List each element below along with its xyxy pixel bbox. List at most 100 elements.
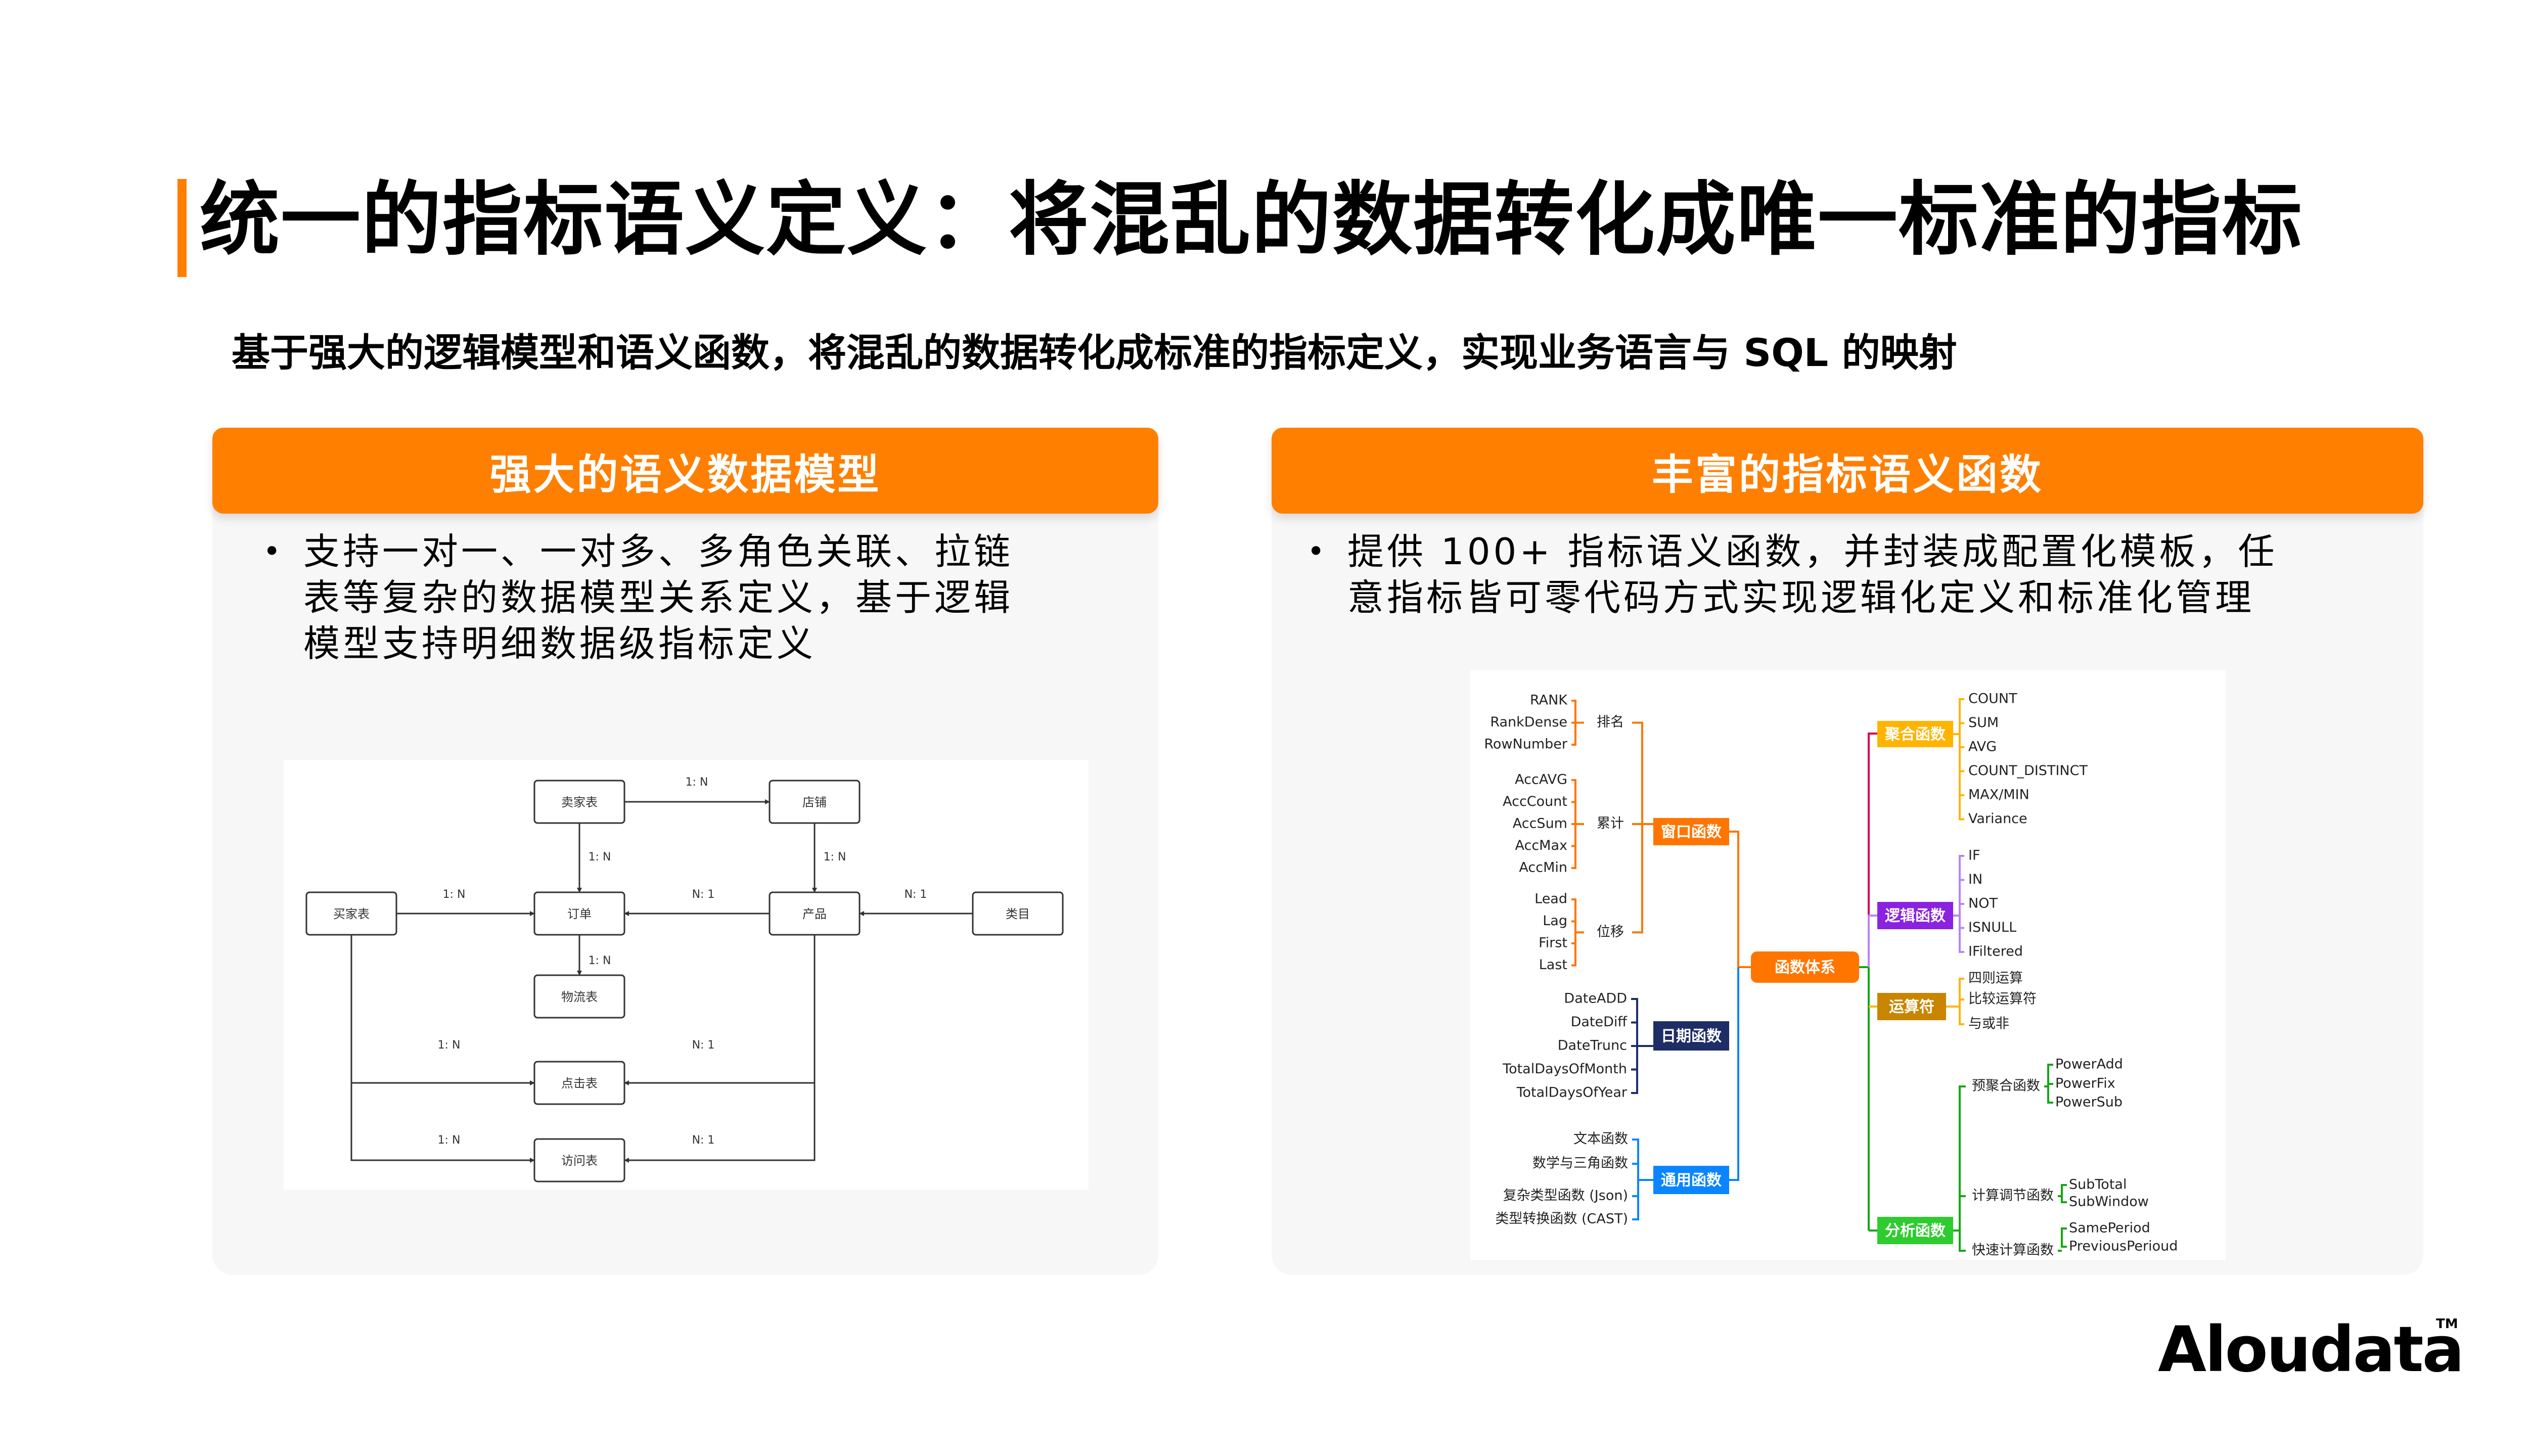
function-label: AccCount xyxy=(1503,794,1567,809)
table-node-visit: 访问表 xyxy=(533,1138,625,1182)
bullet-icon: • xyxy=(1307,534,1328,569)
bullet-line: 支持一对一、一对多、多角色关联、拉链 xyxy=(303,530,1014,573)
category-box-analysis-label: 分析函数 xyxy=(1885,1222,1946,1240)
relation-label: 1: N xyxy=(686,776,708,789)
function-label: SubTotal xyxy=(2069,1177,2127,1193)
function-label: PowerSub xyxy=(2055,1095,2123,1110)
table-name: 点击表 xyxy=(561,1076,598,1090)
function-label: NOT xyxy=(1968,896,1998,912)
table-box xyxy=(533,1061,625,1105)
relation-label: 1: N xyxy=(438,1039,461,1052)
slide-title: 统一的指标语义定义：将混乱的数据转化成唯一标准的指标 xyxy=(200,173,2303,266)
table-name: 订单 xyxy=(567,907,592,921)
function-label: 位移 xyxy=(1597,924,1624,940)
relation-label: 1: N xyxy=(589,954,611,967)
category-box-date xyxy=(1653,1021,1729,1051)
function-label: ISNULL xyxy=(1968,920,2016,935)
bullet-item: • 提供 100+ 指标语义函数，并封装成配置化模板，任 意指标皆可零代码方式实… xyxy=(1307,529,2383,621)
bullet-line: 意指标皆可零代码方式实现逻辑化定义和标准化管理 xyxy=(1347,576,2255,619)
function-label: 计算调节函数 xyxy=(1972,1188,2054,1204)
trunk-aggregate xyxy=(1868,733,1877,967)
function-label: PreviousPerioud xyxy=(2069,1239,2178,1254)
bullet-line: 表等复杂的数据模型关系定义，基于逻辑 xyxy=(303,576,1014,619)
table-name: 买家表 xyxy=(333,907,370,921)
function-label: 快速计算函数 xyxy=(1972,1243,2054,1258)
group-bracket xyxy=(1571,898,1576,967)
root-node-label: 函数体系 xyxy=(1775,959,1835,977)
function-label: 四则运算 xyxy=(1968,971,2023,986)
function-label: SubWindow xyxy=(2069,1194,2149,1210)
relation-arrow xyxy=(350,935,535,1163)
table-name: 类目 xyxy=(1006,907,1030,921)
function-label: PowerFix xyxy=(2055,1076,2115,1091)
table-box xyxy=(533,891,625,936)
function-tree-svg: RANKRankDenseRowNumber排名AccAVGAccCountAc… xyxy=(1484,691,2178,1258)
category-box-analysis xyxy=(1877,1217,1953,1244)
function-label: DateADD xyxy=(1564,991,1627,1007)
category-box-operator xyxy=(1877,993,1946,1020)
function-label: 复杂类型函数 (Json) xyxy=(1503,1188,1628,1204)
function-label: PowerAdd xyxy=(2055,1057,2123,1072)
table-box xyxy=(769,780,861,824)
function-label: SamePeriod xyxy=(2069,1220,2150,1236)
group-bracket xyxy=(1632,1139,1639,1220)
table-box xyxy=(533,974,625,1019)
panel-header: 丰富的指标语义函数 xyxy=(1272,428,2423,514)
function-label: AccMax xyxy=(1515,838,1567,853)
relation-label: N: 1 xyxy=(692,888,715,901)
function-label: AccSum xyxy=(1513,816,1567,832)
category-box-operator-label: 运算符 xyxy=(1889,998,1934,1016)
table-node-shop: 店铺 xyxy=(769,780,861,824)
relation-label: 1: N xyxy=(443,888,466,901)
table-box xyxy=(972,891,1064,936)
trunk-logic xyxy=(1868,915,1877,967)
root-node xyxy=(1751,951,1859,983)
table-box xyxy=(533,780,625,824)
category-box-aggregate-label: 聚合函数 xyxy=(1884,726,1946,744)
trunk-window xyxy=(1729,831,1751,968)
table-node-category: 类目 xyxy=(972,891,1064,936)
table-box xyxy=(305,891,397,936)
relation-label: N: 1 xyxy=(905,888,927,901)
function-label: Last xyxy=(1539,957,1567,973)
function-label: 预聚合函数 xyxy=(1972,1078,2040,1094)
bullet-line: 提供 100+ 指标语义函数，并封装成配置化模板，任 xyxy=(1347,530,2278,573)
table-node-order: 订单 xyxy=(533,891,625,936)
table-name: 产品 xyxy=(802,907,827,921)
table-node-product: 产品 xyxy=(769,891,861,936)
er-diagram: 卖家表 店铺买家表 订单 产品 类目物流表点击表访问表 1: N 1: N 1: N 1: N… xyxy=(284,760,1089,1190)
relation-label: 1: N xyxy=(824,851,846,863)
relation-label: 1: N xyxy=(589,851,611,863)
bullet-item: • 支持一对一、一对多、多角色关联、拉链 表等复杂的数据模型关系定义，基于逻辑 … xyxy=(263,529,1118,667)
function-label: 数学与三角函数 xyxy=(1532,1156,1628,1171)
function-label: 文本函数 xyxy=(1573,1131,1628,1147)
function-label: IFiltered xyxy=(1968,944,2023,960)
subgroup-bracket xyxy=(2061,1227,2067,1248)
category-box-general xyxy=(1653,1166,1729,1194)
category-box-window xyxy=(1653,818,1729,845)
category-box-general-label: 通用函数 xyxy=(1661,1172,1722,1190)
title-accent-bar xyxy=(177,179,187,277)
table-node-seller: 卖家表 xyxy=(533,780,625,824)
table-box xyxy=(533,1138,625,1182)
function-label: COUNT_DISTINCT xyxy=(1968,763,2088,779)
relation-label: N: 1 xyxy=(692,1039,715,1052)
panel-header: 强大的语义数据模型 xyxy=(212,428,1158,514)
category-box-logic xyxy=(1877,902,1953,929)
table-node-click: 点击表 xyxy=(533,1061,625,1105)
function-label: AVG xyxy=(1968,739,1997,755)
trademark-mark: TM xyxy=(2436,1316,2458,1332)
function-label: COUNT xyxy=(1968,691,2017,707)
table-name: 访问表 xyxy=(561,1154,598,1168)
table-box xyxy=(769,891,861,936)
function-label: RankDense xyxy=(1490,714,1567,730)
table-node-logistics: 物流表 xyxy=(533,974,625,1019)
function-label: DateDiff xyxy=(1571,1014,1628,1030)
function-label: IN xyxy=(1968,872,1982,887)
trunk-general xyxy=(1729,967,1739,1181)
function-label: TotalDaysOfYear xyxy=(1516,1085,1628,1101)
bullet-text: 提供 100+ 指标语义函数，并封装成配置化模板，任 意指标皆可零代码方式实现逻… xyxy=(1347,529,2278,621)
function-label: DateTrunc xyxy=(1558,1038,1627,1054)
